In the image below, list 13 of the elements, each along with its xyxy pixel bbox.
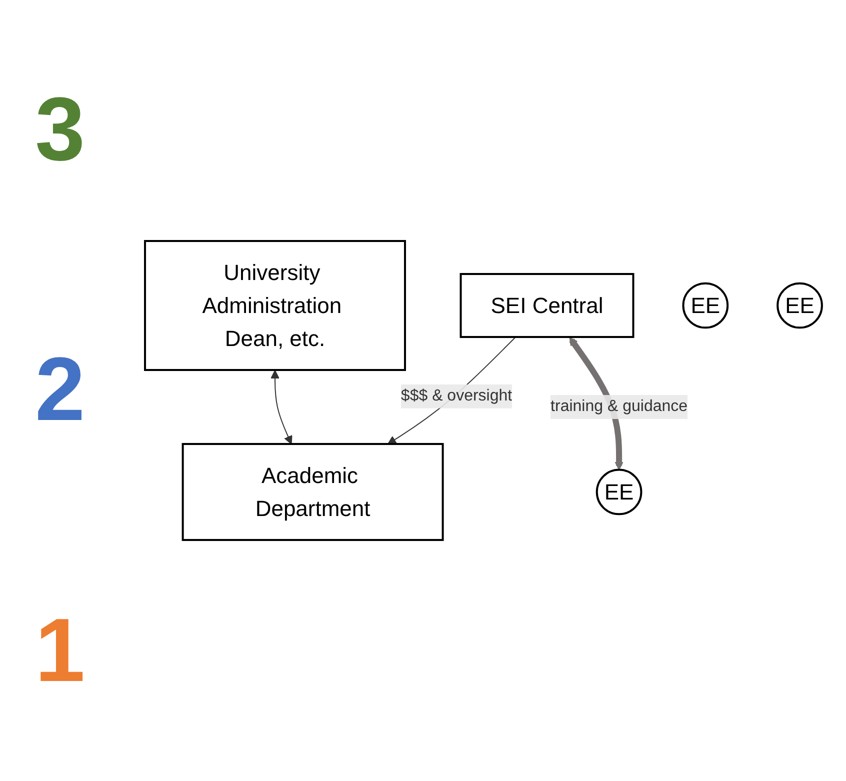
node-box: Academic Department — [181, 443, 444, 541]
node-circle: EE — [776, 282, 822, 329]
node-circle: EE — [595, 468, 642, 516]
node-box: SEI Central — [459, 273, 634, 338]
arrow — [270, 370, 292, 444]
node-circle: EE — [682, 282, 728, 329]
edge-label: $$$ & oversight — [400, 387, 512, 404]
node-box: University Administration Dean, etc. — [144, 240, 406, 371]
step-number: 2 — [34, 345, 86, 436]
edge-label: training & guidance — [550, 398, 688, 415]
step-number: 1 — [34, 606, 86, 696]
arrow — [387, 336, 516, 444]
step-number: 3 — [34, 85, 86, 176]
